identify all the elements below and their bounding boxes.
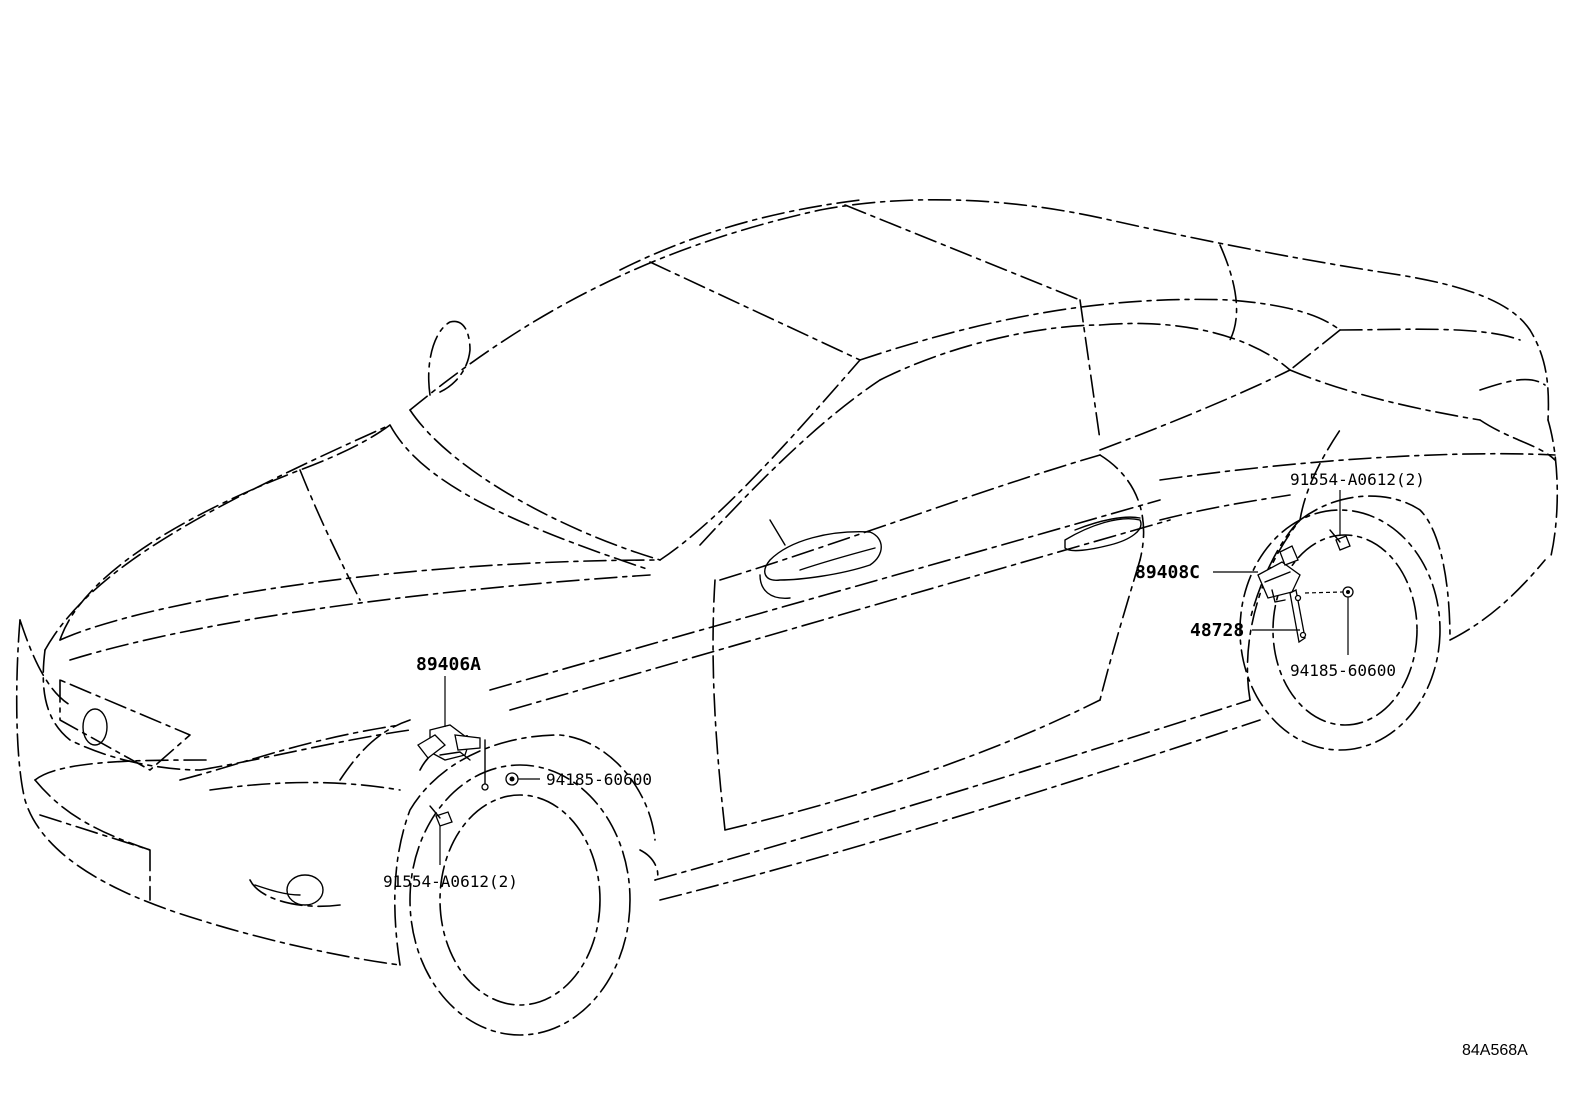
rear-height-sensor [1257, 545, 1301, 603]
callout-48728: 48728 [1190, 620, 1244, 641]
rear-wheel [1239, 509, 1441, 751]
rear-link [1289, 589, 1307, 644]
callout-89406A: 89406A [416, 654, 481, 675]
callout-94185-60600-front: 94185-60600 [546, 770, 652, 789]
rear-nut [1342, 586, 1354, 598]
front-height-sensor [417, 724, 489, 791]
front-grille-emblem [82, 708, 324, 906]
callout-89408C: 89408C [1135, 562, 1200, 583]
callout-91554-A0612-rear: 91554-A0612(2) [1290, 470, 1425, 489]
front-bolt [429, 805, 453, 827]
front-nut [505, 772, 519, 786]
door-handle [1064, 516, 1142, 552]
callout-94185-60600-rear: 94185-60600 [1290, 661, 1396, 680]
callout-91554-A0612-front: 91554-A0612(2) [383, 872, 518, 891]
callout-labels: 89406A 94185-60600 91554-A0612(2) 91554-… [383, 470, 1425, 891]
figure-code: 84A568A [1462, 1042, 1528, 1059]
car-body-outline [15, 198, 1559, 966]
leader-lines [439, 490, 1349, 865]
rear-bolt [1329, 529, 1351, 551]
front-wheel [409, 764, 631, 1036]
side-mirror [759, 519, 882, 599]
